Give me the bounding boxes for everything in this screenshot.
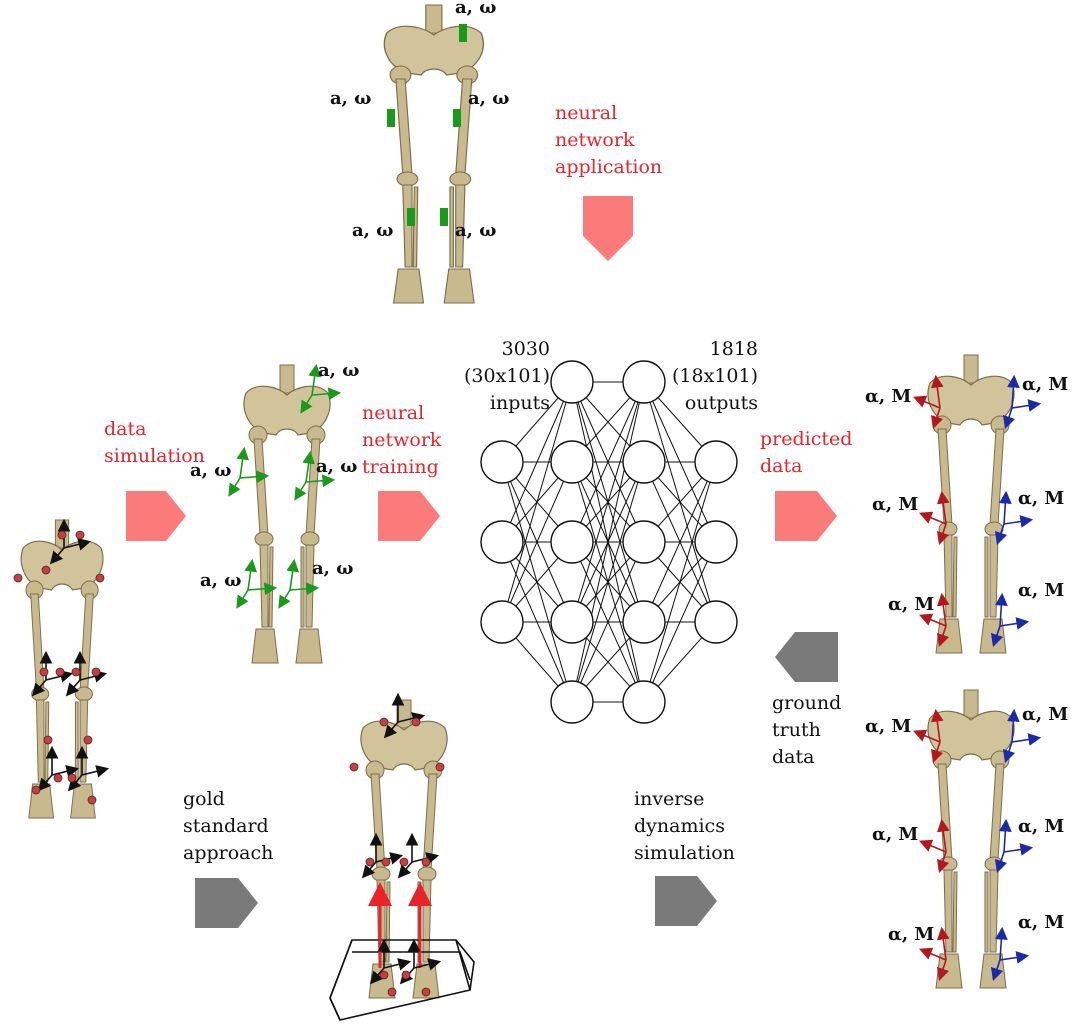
nn-neuron-layer-4 xyxy=(694,440,738,484)
application-skeleton xyxy=(383,4,484,304)
neural-network xyxy=(480,360,738,724)
nn-connection xyxy=(643,461,717,703)
gold-standard-approach-label: gold standard approach xyxy=(183,788,274,864)
nn-neuron-layer-2 xyxy=(550,600,594,644)
output-label: α, M xyxy=(865,386,912,407)
ground-truth-arrow xyxy=(775,632,838,682)
sensor-label: a, ω xyxy=(352,220,394,241)
outputs-label: 1818 (18x101) outputs xyxy=(672,338,758,414)
ground-reaction-forces xyxy=(368,882,432,968)
sensor-label: a, ω xyxy=(455,0,497,18)
sensor-label: a, ω xyxy=(316,456,358,477)
sensor-label: a, ω xyxy=(468,88,510,109)
output-label: α, M xyxy=(1018,912,1065,933)
gold-standard-skeleton xyxy=(360,699,448,999)
nn-connection xyxy=(571,381,645,703)
output-label: α, M xyxy=(888,594,935,615)
training-arrow xyxy=(378,491,440,541)
output-label: α, M xyxy=(872,824,919,845)
output-label: α, M xyxy=(888,924,935,945)
nn-connection xyxy=(501,381,573,543)
sensor-label: a, ω xyxy=(200,570,242,591)
sensor-label: a, ω xyxy=(330,88,372,109)
output-label: α, M xyxy=(865,716,912,737)
inverse-dynamics-arrow xyxy=(655,876,717,926)
nn-connection xyxy=(643,461,717,623)
ground-truth-data-label: ground truth data xyxy=(772,692,842,768)
data-simulation-arrow xyxy=(126,491,186,541)
output-label: α, M xyxy=(1022,374,1069,395)
output-label: α, M xyxy=(1018,816,1065,837)
nn-connection xyxy=(571,381,645,543)
output-label: α, M xyxy=(1018,488,1065,509)
nn-neuron-layer-3 xyxy=(622,440,666,484)
neural-network-application-label: neural network application xyxy=(555,102,663,178)
application-arrow xyxy=(583,196,633,261)
nn-connection xyxy=(571,541,645,703)
nn-neuron-layer-1 xyxy=(480,440,524,484)
sensor-label: a, ω xyxy=(312,558,354,579)
neural-network-training-label: neural network training xyxy=(362,402,442,478)
nn-neuron-layer-2 xyxy=(550,680,594,724)
nn-neuron-layer-3 xyxy=(622,600,666,644)
nn-neuron-layer-1 xyxy=(480,520,524,564)
data-simulation-label: data simulation xyxy=(104,418,205,467)
nn-neuron-layer-3 xyxy=(622,680,666,724)
simulated-imu-skeleton xyxy=(243,364,331,664)
nn-neuron-layer-3 xyxy=(622,520,666,564)
sensor-label: a, ω xyxy=(190,460,232,481)
nn-connection xyxy=(571,461,645,703)
nn-connection xyxy=(501,381,573,623)
nn-neuron-layer-2 xyxy=(550,520,594,564)
inputs-label: 3030 (30x101) inputs xyxy=(464,338,550,414)
inverse-dynamics-simulation-label: inverse dynamics simulation xyxy=(634,788,735,864)
output-label: α, M xyxy=(872,494,919,515)
nn-neuron-layer-1 xyxy=(480,600,524,644)
sensor-label: a, ω xyxy=(318,360,360,381)
gold-standard-arrow xyxy=(195,878,258,928)
nn-neuron-layer-2 xyxy=(550,360,594,404)
sensor-label: a, ω xyxy=(455,220,497,241)
nn-neuron-layer-3 xyxy=(622,360,666,404)
nn-connection xyxy=(643,541,717,703)
predicted-data-arrow xyxy=(775,491,837,541)
output-label: α, M xyxy=(1018,580,1065,601)
nn-neuron-layer-2 xyxy=(550,440,594,484)
force-plate xyxy=(329,939,475,1021)
output-label: α, M xyxy=(1022,704,1069,725)
nn-neuron-layer-4 xyxy=(694,520,738,564)
predicted-data-label: predicted data xyxy=(760,428,853,477)
nn-connection xyxy=(501,461,573,623)
nn-connection xyxy=(571,381,645,623)
imu-sensors xyxy=(387,24,467,226)
nn-neuron-layer-4 xyxy=(694,600,738,644)
